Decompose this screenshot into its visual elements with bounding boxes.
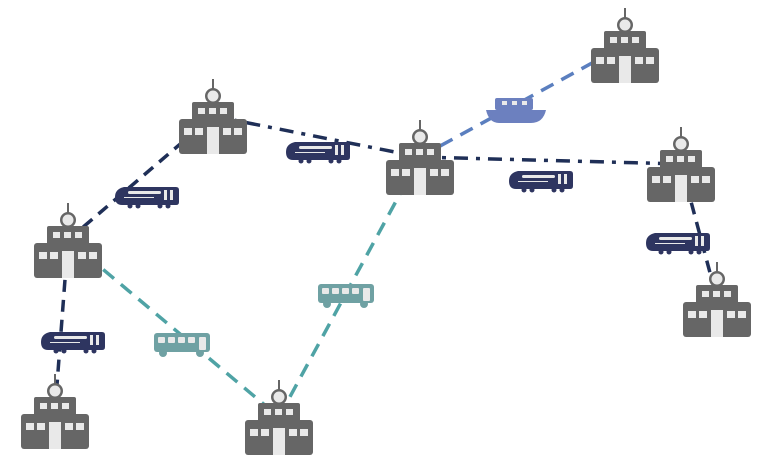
- train-icon: [509, 171, 573, 193]
- bus-icon: [154, 333, 210, 357]
- train-icon: [41, 332, 105, 354]
- train-route-line: [212, 114, 421, 159]
- station-building-icon: [245, 380, 313, 455]
- station-building-icon: [21, 374, 89, 449]
- train-icon: [286, 142, 350, 164]
- train-icon: [115, 187, 179, 209]
- station-building-icon: [647, 127, 715, 202]
- train-route-line: [419, 155, 682, 166]
- station-building-icon: [34, 203, 102, 278]
- bus-icon: [318, 284, 374, 308]
- station-building-icon: [683, 262, 751, 337]
- boat-icon: [486, 98, 546, 123]
- train-icon: [646, 233, 710, 255]
- train-route-line: [66, 114, 215, 242]
- station-building-icon: [591, 8, 659, 83]
- station-building-icon: [179, 79, 247, 154]
